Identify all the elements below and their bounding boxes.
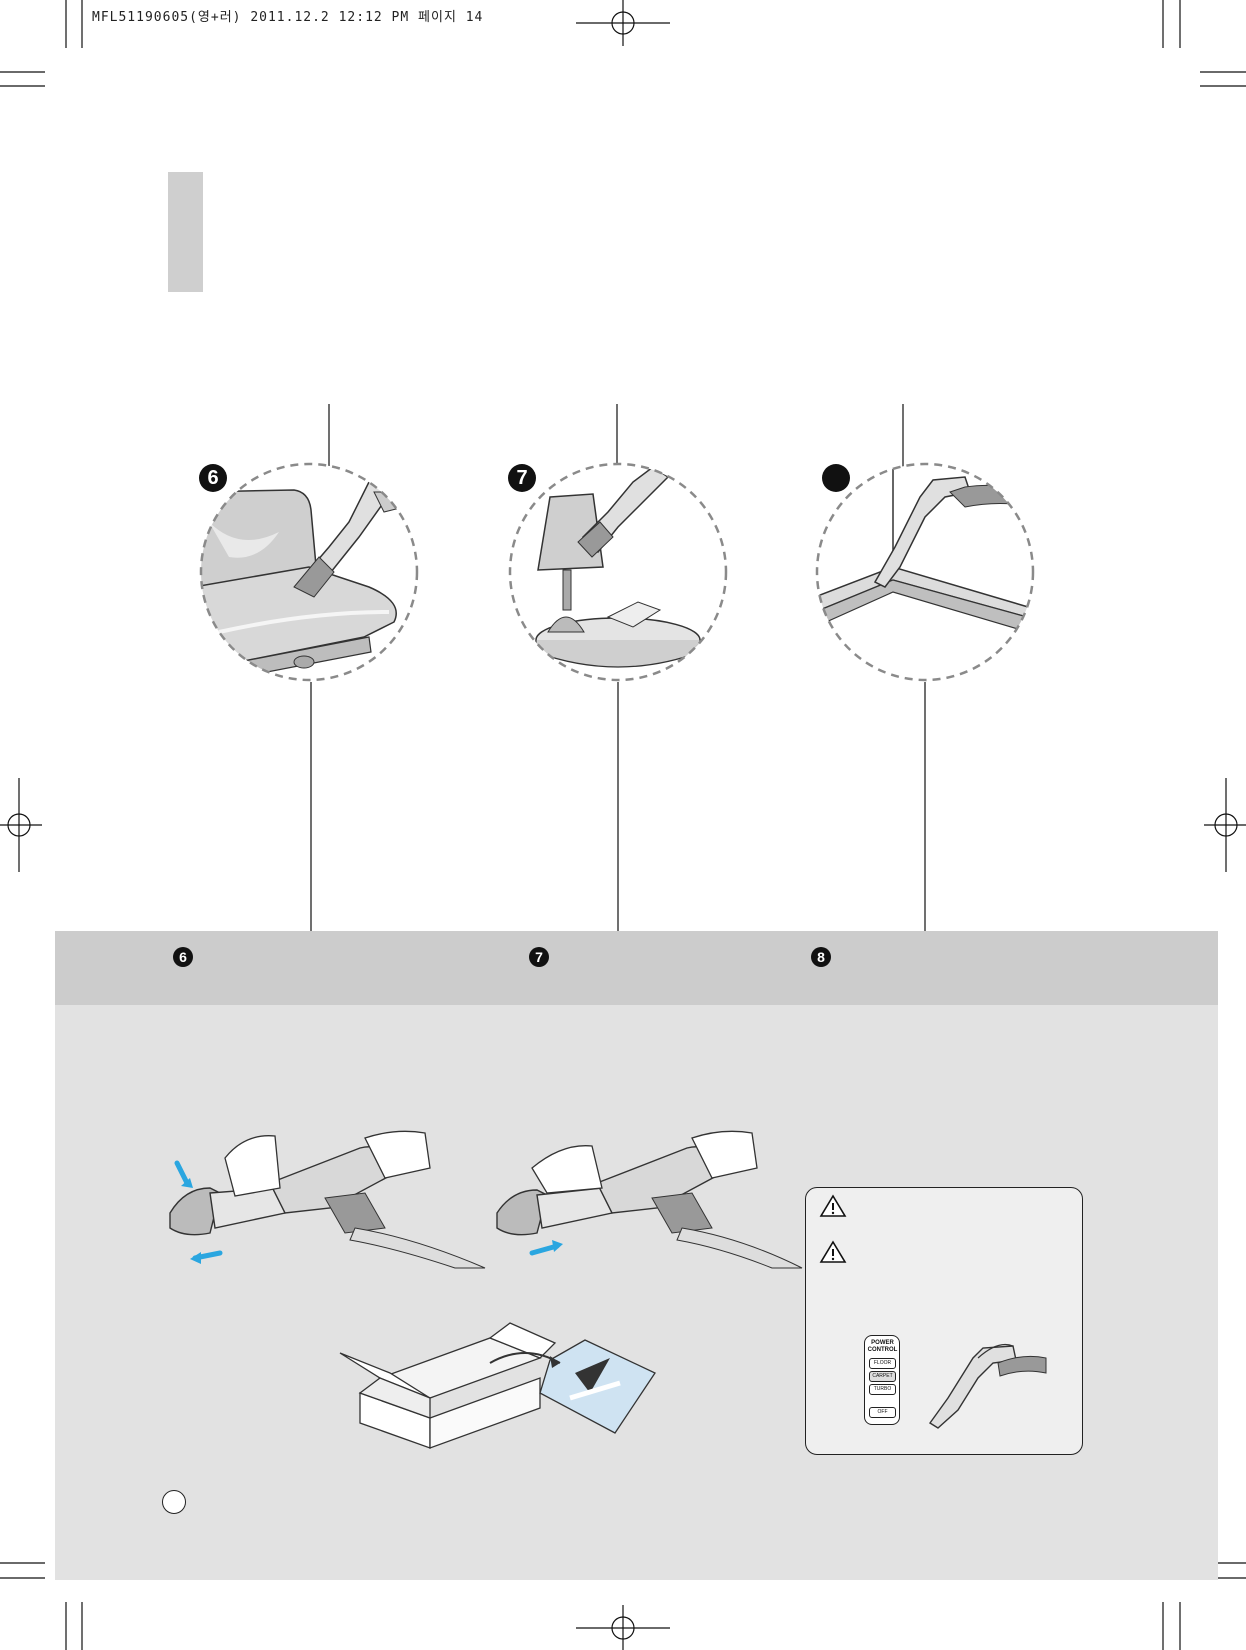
- detach-nozzle-illustration: [169, 1130, 486, 1269]
- page-number-badge: [162, 1490, 186, 1514]
- step-marker: 6: [173, 947, 193, 967]
- power-control-title: POWER CONTROL: [867, 1340, 898, 1353]
- power-button-floor[interactable]: FLOOR: [869, 1358, 896, 1369]
- step-number-badge: [822, 464, 850, 492]
- step-bar: [55, 931, 1218, 1005]
- step-number-badge: 7: [508, 464, 536, 492]
- section-tab: [168, 172, 203, 292]
- sofa-illustration: [199, 462, 419, 682]
- warning-icon: [819, 1194, 847, 1217]
- step-marker: 7: [529, 947, 549, 967]
- attach-nozzle-illustration: [496, 1130, 803, 1269]
- handle-illustration: [928, 1343, 1047, 1429]
- print-slug: MFL51190605(영+러) 2011.12.2 12:12 PM 페이지 …: [92, 10, 484, 25]
- power-button-carpet[interactable]: CARPET: [869, 1371, 896, 1382]
- corner-illustration: [815, 462, 1035, 682]
- power-button-turbo[interactable]: TURBO: [869, 1384, 896, 1395]
- step-marker: 8: [811, 947, 831, 967]
- power-button-off[interactable]: OFF: [869, 1407, 896, 1418]
- storage-box-illustration: [339, 1322, 656, 1449]
- step-number-badge: 6: [199, 464, 227, 492]
- lamp-illustration: [508, 462, 728, 682]
- warning-icon: [819, 1240, 847, 1263]
